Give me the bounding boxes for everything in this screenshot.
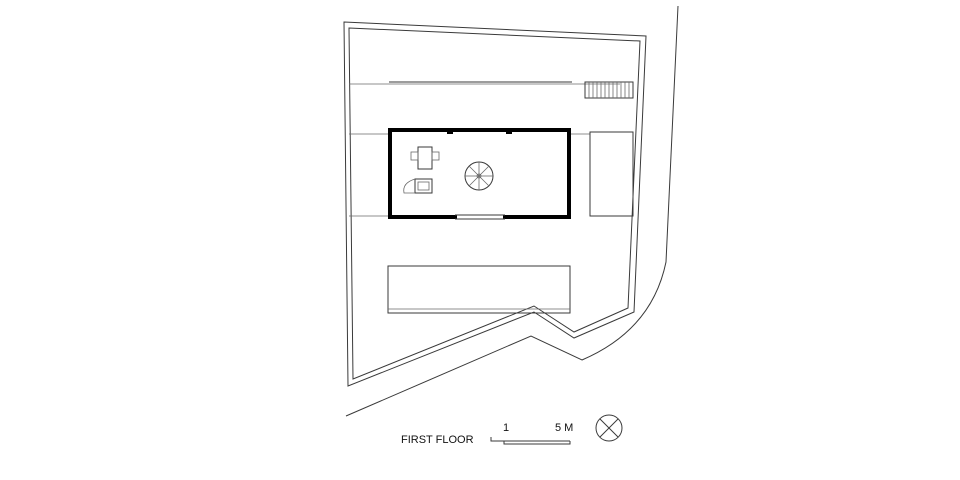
drawing-title: FIRST FLOOR xyxy=(401,434,474,446)
exterior-stair xyxy=(584,81,634,99)
lower-block xyxy=(387,265,571,314)
terrace-edge xyxy=(349,81,620,85)
spiral-stair xyxy=(464,161,494,191)
bath-fixtures xyxy=(403,146,440,194)
annex-block xyxy=(589,131,634,217)
street-edge xyxy=(345,5,679,417)
site-lines xyxy=(349,133,590,217)
site-boundary xyxy=(343,21,647,387)
north-arrow-icon xyxy=(595,414,623,442)
columns xyxy=(447,128,512,134)
scale-label-start: 1 xyxy=(503,422,509,434)
scale-bar: 1 5 M xyxy=(490,422,573,445)
scale-label-end: 5 M xyxy=(555,422,573,434)
house-walls xyxy=(388,128,571,220)
